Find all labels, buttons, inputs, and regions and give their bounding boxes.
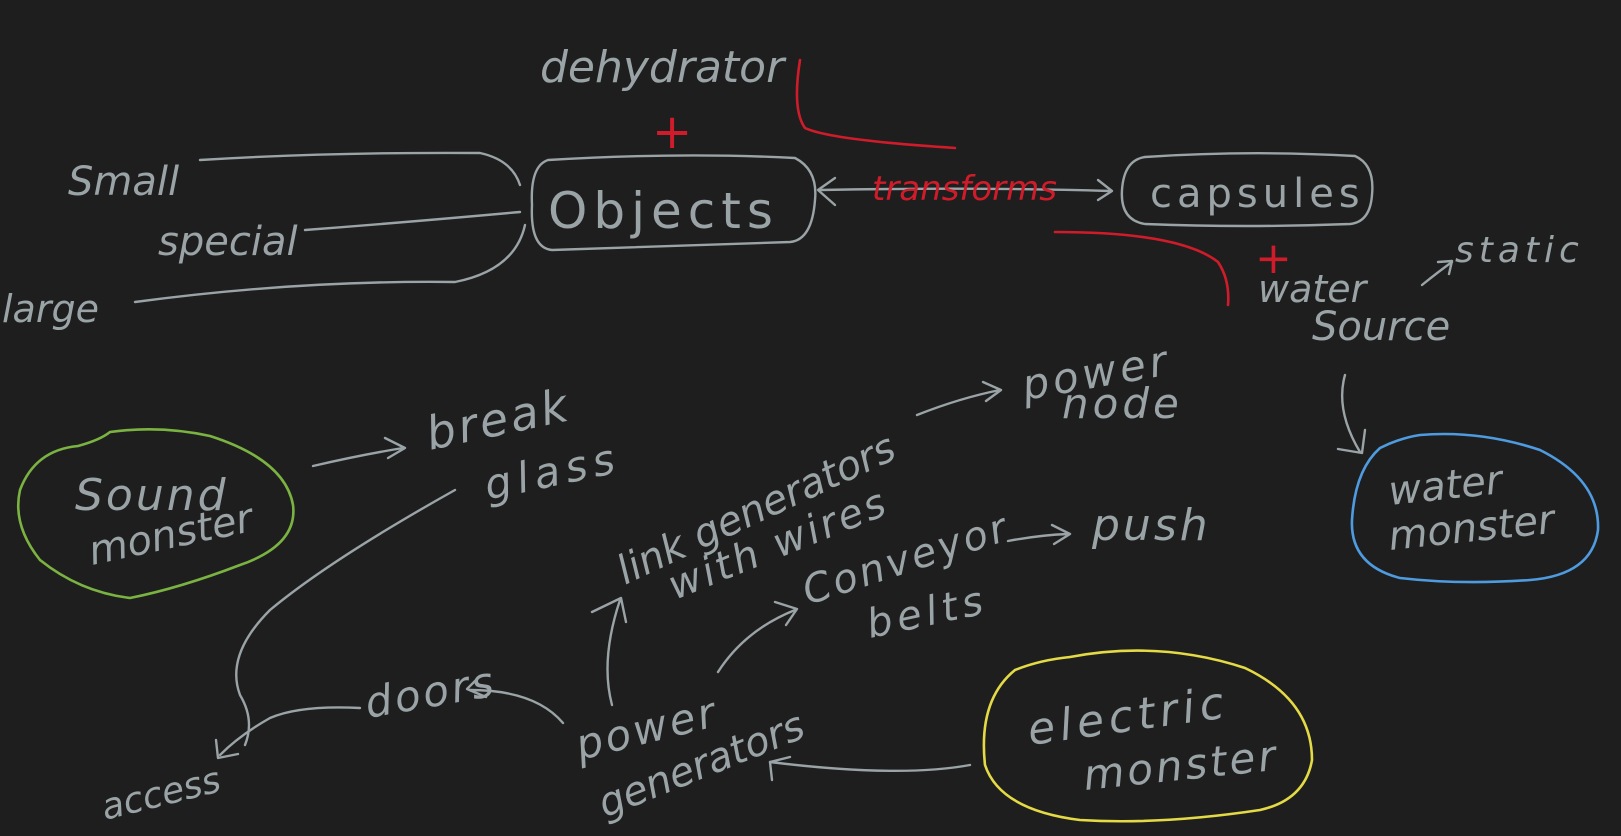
water-source-red-line: [1053, 230, 1230, 307]
doors-to-access-line: [218, 706, 362, 757]
dehydrator-red-line: [795, 58, 957, 150]
sound-monster-outline: [16, 427, 295, 600]
sound-monster-label-1: Sound: [75, 470, 229, 521]
water-source-to-monster-arrowhead: [1336, 428, 1367, 455]
power-node-label-2: node: [1062, 379, 1183, 428]
access-arrowhead: [214, 738, 240, 760]
push-label: push: [1091, 500, 1211, 551]
electric-monster-outline: [982, 649, 1314, 823]
capsules-box: [1120, 152, 1374, 228]
generators-to-conveyor-arrow: [716, 608, 797, 674]
static-arrow: [1420, 260, 1454, 287]
generators-to-doors-arrowhead: [465, 674, 488, 699]
generators-to-conveyor-arrowhead: [773, 600, 799, 627]
transforms-arrowhead-left: [816, 176, 837, 207]
transforms-arrowhead-right: [1096, 178, 1114, 202]
water-source-label-1: water: [1258, 267, 1369, 311]
water-monster-outline: [1350, 432, 1600, 584]
transforms-arrow: [818, 187, 1112, 193]
small-label: Small: [68, 159, 179, 205]
generators-to-doors-arrow: [468, 688, 565, 725]
special-connector: [303, 210, 522, 232]
electric-to-generators-arrowhead: [768, 755, 792, 782]
water-source-label-2: Source: [1312, 304, 1450, 350]
generators-to-link-arrowhead: [590, 596, 628, 624]
plus-sign-objects: +: [652, 104, 692, 160]
conveyor-to-push-arrowhead: [1050, 523, 1072, 546]
sound-to-break-glass-arrowhead: [383, 436, 407, 460]
sound-to-break-glass-arrow: [311, 446, 405, 468]
small-connector: [198, 151, 522, 187]
link-to-power-node-arrowhead: [981, 380, 1003, 403]
large-label: large: [2, 287, 99, 331]
transforms-label: transforms: [872, 169, 1057, 209]
break-glass-to-access-line: [235, 488, 457, 747]
conveyor-to-push-arrow: [1006, 532, 1070, 543]
static-arrowhead: [1436, 259, 1454, 276]
objects-label: Objects: [548, 182, 779, 240]
large-connector: [133, 223, 527, 304]
static-label: static: [1455, 230, 1584, 271]
doors-label: doors: [361, 657, 500, 728]
capsules-label: capsules: [1150, 171, 1365, 217]
access-label: access: [97, 760, 225, 829]
objects-box: [530, 154, 817, 252]
link-to-power-node-arrow: [915, 388, 1002, 417]
electric-to-generators-arrow: [768, 760, 972, 773]
generators-to-link-arrow: [606, 598, 622, 707]
special-label: special: [158, 219, 298, 265]
dehydrator-label: dehydrator: [540, 42, 787, 93]
water-source-to-monster-arrow: [1340, 373, 1362, 454]
plus-sign-water-source: +: [1255, 233, 1292, 284]
